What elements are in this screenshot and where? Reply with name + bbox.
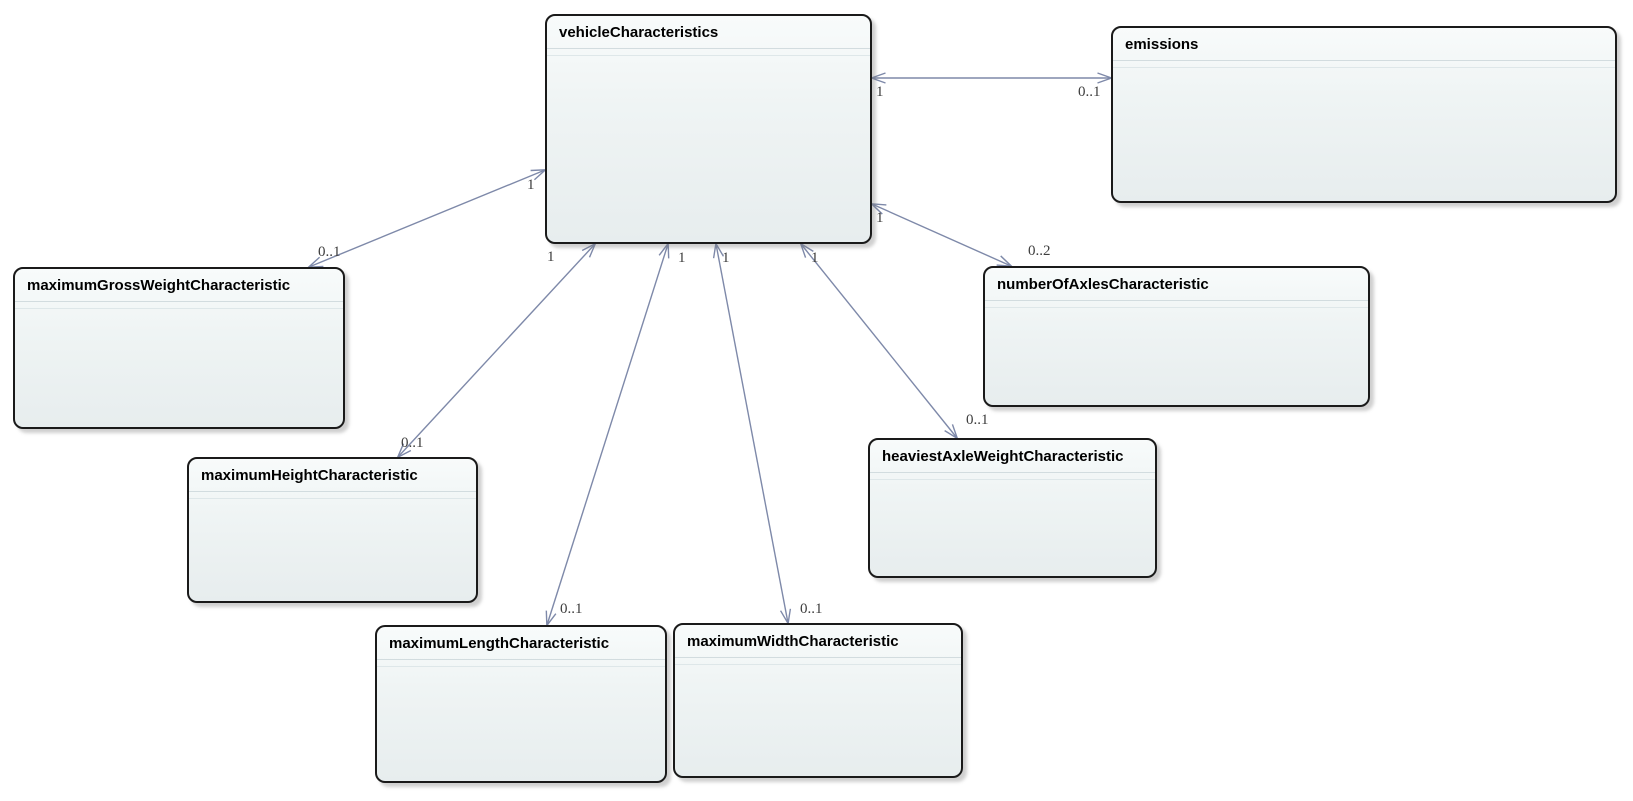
multiplicity-label: 0..1 bbox=[560, 601, 583, 617]
class-name: vehicleCharacteristics bbox=[559, 24, 719, 41]
class-name: maximumWidthCharacteristic bbox=[687, 633, 899, 650]
association-vehicleCharacteristics-maximumHeightCharacteristic[interactable] bbox=[396, 242, 597, 459]
attributes-compartment bbox=[675, 657, 961, 665]
association-vehicleCharacteristics-maximumWidthCharacteristic[interactable] bbox=[712, 241, 792, 626]
multiplicity-label: 0..1 bbox=[401, 435, 424, 451]
multiplicity-label: 1 bbox=[527, 177, 535, 193]
attributes-compartment bbox=[985, 300, 1368, 308]
attributes-compartment bbox=[547, 48, 870, 56]
class-node-maximumWidthCharacteristic[interactable]: maximumWidthCharacteristic bbox=[673, 623, 963, 778]
class-name: maximumGrossWeightCharacteristic bbox=[27, 277, 291, 294]
multiplicity-label: 0..1 bbox=[1078, 84, 1101, 100]
class-node-heaviestAxleWeightCharacteristic[interactable]: heaviestAxleWeightCharacteristic bbox=[868, 438, 1157, 578]
operations-compartment bbox=[377, 667, 665, 781]
multiplicity-label: 1 bbox=[547, 249, 555, 265]
operations-compartment bbox=[1113, 68, 1615, 201]
class-node-maximumGrossWeightCharacteristic[interactable]: maximumGrossWeightCharacteristic bbox=[13, 267, 345, 429]
multiplicity-label: 1 bbox=[678, 250, 686, 266]
operations-compartment bbox=[675, 665, 961, 776]
class-name: heaviestAxleWeightCharacteristic bbox=[882, 448, 1124, 465]
class-node-emissions[interactable]: emissions bbox=[1111, 26, 1617, 203]
attributes-compartment bbox=[377, 659, 665, 667]
multiplicity-label: 1 bbox=[722, 250, 730, 266]
multiplicity-label: 1 bbox=[876, 210, 884, 226]
class-name: maximumLengthCharacteristic bbox=[389, 635, 610, 652]
attributes-compartment bbox=[1113, 60, 1615, 68]
multiplicity-label: 1 bbox=[811, 250, 819, 266]
class-name: numberOfAxlesCharacteristic bbox=[997, 276, 1209, 293]
operations-compartment bbox=[15, 309, 343, 427]
class-node-numberOfAxlesCharacteristic[interactable]: numberOfAxlesCharacteristic bbox=[983, 266, 1370, 407]
operations-compartment bbox=[870, 480, 1155, 576]
operations-compartment bbox=[189, 499, 476, 601]
attributes-compartment bbox=[15, 301, 343, 309]
class-node-vehicleCharacteristics[interactable]: vehicleCharacteristics bbox=[545, 14, 872, 244]
attributes-compartment bbox=[870, 472, 1155, 480]
operations-compartment bbox=[985, 308, 1368, 405]
class-name: maximumHeightCharacteristic bbox=[201, 467, 418, 484]
multiplicity-label: 0..1 bbox=[966, 412, 989, 428]
association-vehicleCharacteristics-numberOfAxlesCharacteristic[interactable] bbox=[869, 202, 1014, 268]
association-vehicleCharacteristics-maximumGrossWeightCharacteristic[interactable] bbox=[306, 169, 548, 268]
association-vehicleCharacteristics-maximumLengthCharacteristic[interactable] bbox=[545, 241, 670, 628]
multiplicity-label: 1 bbox=[876, 84, 884, 100]
class-node-maximumLengthCharacteristic[interactable]: maximumLengthCharacteristic bbox=[375, 625, 667, 783]
multiplicity-label: 0..1 bbox=[800, 601, 823, 617]
association-vehicleCharacteristics-heaviestAxleWeightCharacteristic[interactable] bbox=[799, 241, 959, 441]
multiplicity-label: 0..1 bbox=[318, 244, 341, 260]
operations-compartment bbox=[547, 56, 870, 242]
multiplicity-label: 0..2 bbox=[1028, 243, 1051, 259]
attributes-compartment bbox=[189, 491, 476, 499]
class-node-maximumHeightCharacteristic[interactable]: maximumHeightCharacteristic bbox=[187, 457, 478, 603]
class-name: emissions bbox=[1125, 36, 1199, 53]
